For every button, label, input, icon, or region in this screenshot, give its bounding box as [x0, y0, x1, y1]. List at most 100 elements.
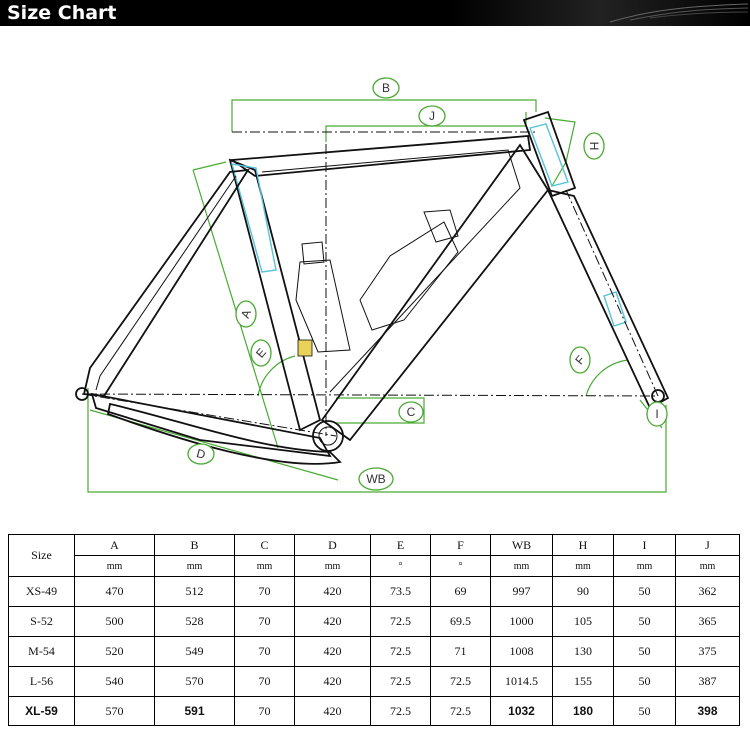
size-cell: L-56 — [8, 666, 75, 697]
value-cell: 70 — [234, 666, 295, 697]
value-cell: 997 — [490, 576, 553, 607]
value-cell: 570 — [154, 666, 235, 697]
value-cell: 500 — [74, 606, 155, 637]
value-cell: 1014.5 — [490, 666, 553, 697]
value-cell: 50 — [613, 606, 676, 637]
svg-text:I: I — [655, 407, 658, 421]
column-header-a: A — [74, 534, 155, 556]
size-header-cell: Size — [8, 534, 75, 577]
svg-text:B: B — [382, 81, 390, 95]
value-cell: 375 — [675, 636, 740, 667]
svg-text:H: H — [587, 142, 601, 151]
value-cell: 90 — [552, 576, 614, 607]
size-cell: S-52 — [8, 606, 75, 637]
value-cell: 528 — [154, 606, 235, 637]
unit-cell: mm — [552, 555, 614, 577]
value-cell: 50 — [613, 696, 676, 726]
value-cell: 72.5 — [370, 666, 431, 697]
value-cell: 398 — [675, 696, 740, 726]
value-cell: 362 — [675, 576, 740, 607]
label-F: F — [569, 346, 591, 374]
value-cell: 130 — [552, 636, 614, 667]
label-WB: WB — [358, 467, 394, 491]
value-cell: 470 — [74, 576, 155, 607]
unit-cell: mm — [74, 555, 155, 577]
column-header-h: H — [552, 534, 614, 556]
label-J: J — [418, 105, 446, 127]
value-cell: 420 — [294, 666, 371, 697]
svg-text:C: C — [407, 405, 416, 419]
value-cell: 420 — [294, 576, 371, 607]
column-header-e: E — [370, 534, 431, 556]
value-cell: 70 — [234, 696, 295, 726]
dimension-lines — [87, 99, 667, 493]
unit-cell: mm — [234, 555, 295, 577]
column-header-j: J — [675, 534, 740, 556]
value-cell: 420 — [294, 696, 371, 726]
size-cell: M-54 — [8, 636, 75, 667]
unit-cell: ° — [370, 555, 431, 577]
column-header-wb: WB — [490, 534, 553, 556]
value-cell: 591 — [154, 696, 235, 726]
unit-cell: mm — [154, 555, 235, 577]
column-header-i: I — [613, 534, 676, 556]
value-cell: 520 — [74, 636, 155, 667]
label-I: I — [646, 401, 668, 427]
unit-cell: mm — [675, 555, 740, 577]
value-cell: 1008 — [490, 636, 553, 667]
swoosh-decoration-icon — [609, 3, 749, 23]
value-cell: 420 — [294, 606, 371, 637]
value-cell: 69 — [430, 576, 491, 607]
value-cell: 70 — [234, 576, 295, 607]
value-cell: 549 — [154, 636, 235, 667]
bike-frame — [75, 110, 670, 465]
frame-geometry-diagram: B J H A E F C D WB I — [75, 77, 670, 493]
value-cell: 512 — [154, 576, 235, 607]
column-header-b: B — [154, 534, 235, 556]
value-cell: 71 — [430, 636, 491, 667]
unit-cell: mm — [294, 555, 371, 577]
value-cell: 50 — [613, 636, 676, 667]
column-header-d: D — [294, 534, 371, 556]
page-title: Size Chart — [7, 2, 117, 24]
svg-text:J: J — [429, 109, 435, 123]
label-D: D — [187, 443, 215, 465]
unit-cell: ° — [430, 555, 491, 577]
value-cell: 50 — [613, 666, 676, 697]
value-cell: 1032 — [490, 696, 553, 726]
label-C: C — [398, 401, 424, 423]
value-cell: 105 — [552, 606, 614, 637]
value-cell: 72.5 — [370, 606, 431, 637]
value-cell: 540 — [74, 666, 155, 697]
value-cell: 72.5 — [370, 636, 431, 667]
value-cell: 420 — [294, 636, 371, 667]
column-header-c: C — [234, 534, 295, 556]
header-bar: Size Chart — [0, 0, 750, 26]
label-B: B — [372, 77, 400, 99]
value-cell: 72.5 — [430, 666, 491, 697]
unit-cell: mm — [613, 555, 676, 577]
column-header-f: F — [430, 534, 491, 556]
label-H: H — [583, 132, 605, 160]
label-A: A — [235, 300, 257, 328]
size-cell: XS-49 — [8, 576, 75, 607]
value-cell: 69.5 — [430, 606, 491, 637]
value-cell: 1000 — [490, 606, 553, 637]
value-cell: 365 — [675, 606, 740, 637]
value-cell: 72.5 — [430, 696, 491, 726]
value-cell: 70 — [234, 636, 295, 667]
svg-text:WB: WB — [366, 472, 385, 486]
svg-text:D: D — [195, 446, 207, 462]
value-cell: 180 — [552, 696, 614, 726]
value-cell: 73.5 — [370, 576, 431, 607]
value-cell: 570 — [74, 696, 155, 726]
